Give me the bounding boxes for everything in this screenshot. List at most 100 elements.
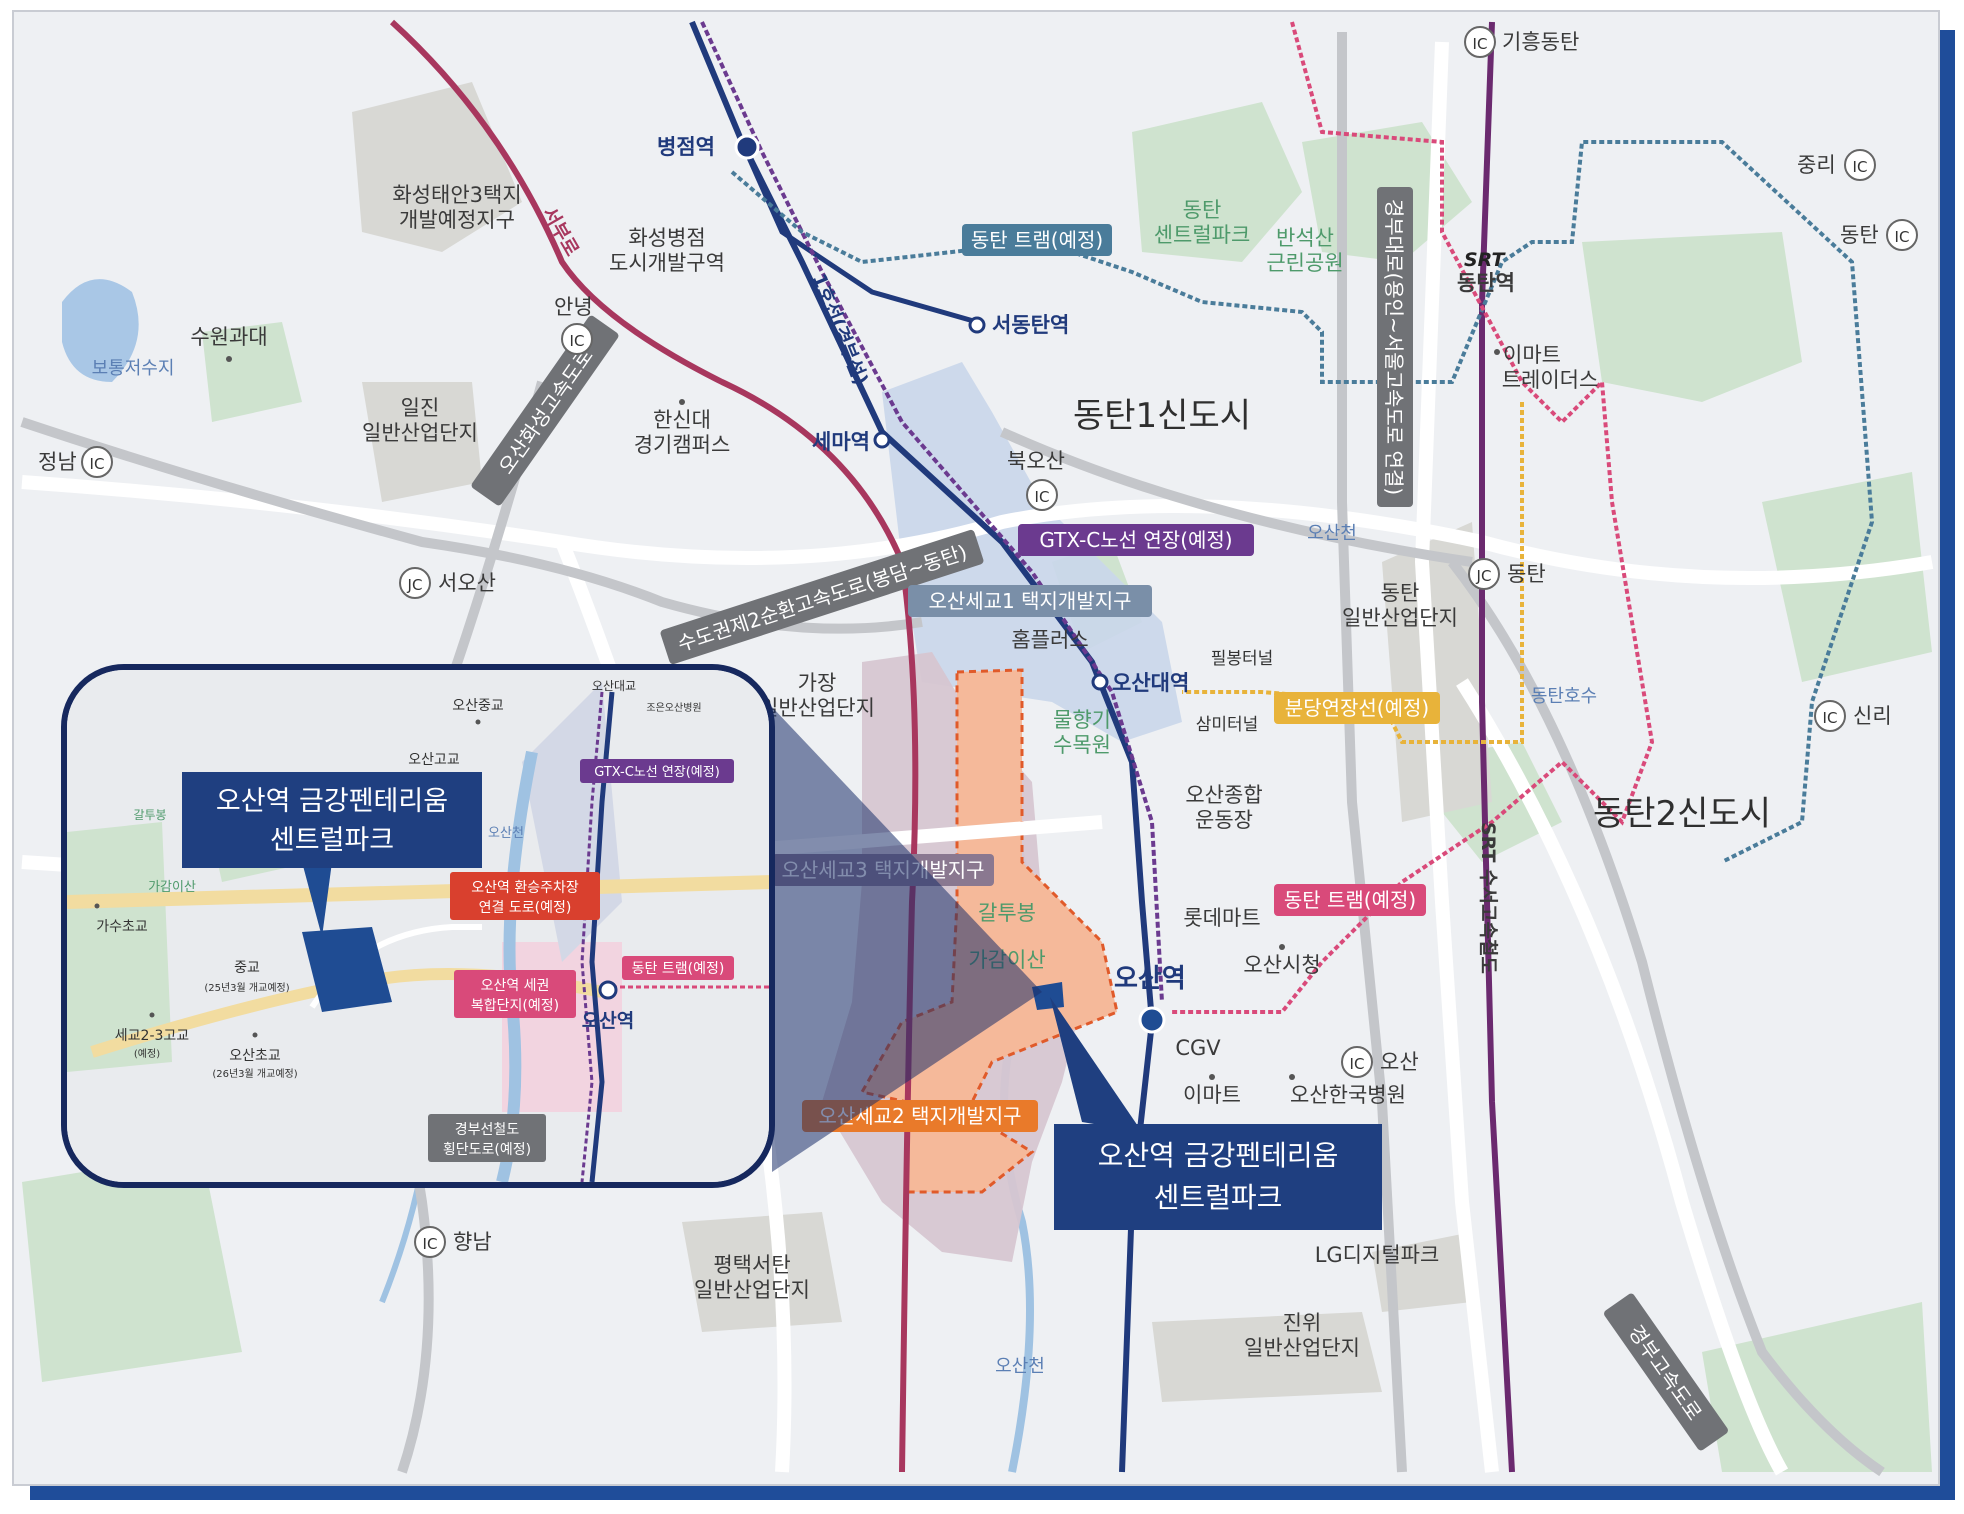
svg-text:중리: 중리 [1797,153,1836,177]
svg-text:갈투봉: 갈투봉 [133,808,166,822]
svg-text:근린공원: 근린공원 [1266,251,1343,275]
srt-line-label: SRT 수서고속철도 [1477,822,1499,974]
svg-text:오산천: 오산천 [488,826,524,841]
emart-traders-label: 이마트 [1503,343,1561,367]
byeongjeom-station-label: 병점역 [657,135,715,159]
svg-text:(예정): (예정) [134,1048,160,1060]
osancheon-south-label: 오산천 [995,1356,1045,1377]
project-callout-box [1054,1124,1382,1230]
svg-text:오산: 오산 [1380,1050,1419,1074]
project-site-main [1032,982,1064,1010]
iljin-label: 일진 [401,396,440,420]
svg-text:IC: IC [1473,35,1488,53]
osan-stadium-label: 오산종합 [1185,783,1262,807]
hanshin-label: 한신대 [653,408,711,432]
mulhyang-label: 물향기 [1053,708,1111,732]
svg-text:동탄: 동탄 [1507,562,1546,586]
svg-text:일반산업단지: 일반산업단지 [694,1278,810,1302]
svg-text:(25년3월 개교예정): (25년3월 개교예정) [204,982,289,994]
inset-tram-tag [622,956,734,980]
svg-text:IC: IC [1853,158,1868,176]
seodongtan-station-marker [968,316,986,334]
osancheon-north-label: 오산천 [1307,523,1357,544]
inset-complex-tag [454,970,576,1018]
cgv-label: CGV [1175,1036,1221,1060]
svg-text:트레이더스: 트레이더스 [1502,368,1599,392]
svg-text:세교2-3고교: 세교2-3고교 [115,1028,190,1044]
svg-text:경부선철도: 경부선철도 [455,1122,520,1138]
svg-text:경기캠퍼스: 경기캠퍼스 [634,433,731,457]
svg-text:안녕: 안녕 [554,295,593,319]
ic-badges: IC 기흥동탄 IC 중리 IC 동탄 IC 안녕 IC 정남 [38,26,1918,1258]
dongtan2-label: 동탄2신도시 [1593,794,1771,834]
srt-logo: SRT [1464,249,1506,271]
byeongjeom-station-marker [734,134,760,160]
svg-text:가수초교: 가수초교 [96,919,148,935]
svg-text:JC: JC [407,576,423,594]
svg-text:JC: JC [1476,567,1492,585]
tram-north-tag: 동탄 트램(예정) [971,228,1103,252]
svg-text:서오산: 서오산 [438,571,496,595]
seodongtan-branch [739,140,978,325]
svg-text:가감이산: 가감이산 [148,880,196,895]
ic-jungri: IC 중리 [1797,149,1876,181]
svg-text:횡단도로(예정): 횡단도로(예정) [443,1142,531,1158]
svg-text:IC: IC [1823,709,1838,727]
svg-text:복합단지(예정): 복합단지(예정) [471,998,559,1014]
dongtan-park-label: 동탄 [1183,198,1222,222]
svg-text:수목원: 수목원 [1053,733,1111,757]
inset-project-site [302,927,392,1012]
osan-univ-station-label: 오산대역 [1112,671,1189,695]
ic-osan: IC 오산 [1341,1046,1419,1078]
emart-label: 이마트 [1183,1083,1241,1107]
gaktubong-label: 갈투봉 [978,901,1036,925]
inset-crossing-tag [428,1114,546,1162]
inset-projection [772,707,1042,1172]
srt-line [1479,21,1515,1473]
map-frame: 오산화성고속도로 수도권제2순환고속도로(봉담~동탄) 경부대로(용인~서울고속… [12,10,1940,1486]
tram-pink-line [1172,21,1655,1014]
jc-seoosan: JC 서오산 [399,567,496,599]
inset-transfer-tag [450,872,600,920]
bohong-reservoir-label: 보통저수지 [92,358,175,379]
ic-bukosan: IC 북오산 [1007,449,1065,511]
project-callout-line1: 오산역 금강펜테리움 [1098,1139,1339,1172]
ic-hyangnam: IC 향남 [414,1226,492,1258]
project-callout-line2: 센트럴파크 [1154,1181,1283,1214]
svg-text:도시개발구역: 도시개발구역 [609,251,725,275]
jc-dongtan: JC 동탄 [1468,558,1546,590]
hwaseong-taean3-label: 화성태안3택지 [392,183,521,207]
svg-text:일반산업단지: 일반산업단지 [362,421,478,445]
svg-text:IC: IC [1035,488,1050,506]
osan-cityhall-label: 오산시청 [1243,953,1320,977]
suwon-univ-label: 수원과대 [190,325,267,349]
map-svg: 오산화성고속도로 수도권제2순환고속도로(봉담~동탄) 경부대로(용인~서울고속… [14,12,1938,1484]
stations: 병점역 서동탄역 세마역 오산대역 오산역 SRT 동탄역 [657,134,1515,1034]
osan-hospital-label: 오산한국병원 [1290,1083,1406,1107]
svg-text:동탄: 동탄 [1840,223,1879,247]
homeplus-label: 홈플러스 [1011,628,1088,652]
gtx-c-line [700,21,1164,1003]
ic-anyeong: IC 안녕 [554,295,593,355]
svg-text:센트럴파크: 센트럴파크 [1154,223,1251,247]
dongtan-industrial-label: 동탄 [1381,581,1420,605]
lg-digital-label: LG디지털파크 [1315,1243,1440,1267]
svg-text:연결 도로(예정): 연결 도로(예정) [479,900,572,916]
sema-station-label: 세마역 [812,430,870,454]
svg-text:오산역 세권: 오산역 세권 [481,978,550,994]
gtx-c-tag: GTX-C노선 연장(예정) [1039,528,1232,552]
ic-dongtan: IC 동탄 [1840,219,1918,251]
gajang-label: 가장 [798,671,837,695]
tram-south-tag: 동탄 트램(예정) [1284,888,1416,912]
bundang-tag: 분당연장선(예정) [1285,696,1429,720]
project-pointer [1050,997,1142,1132]
srt-dongtan-station-label: 동탄역 [1457,271,1515,295]
inset-project-line2: 센트럴파크 [270,825,394,856]
industrial-zones [352,82,1492,1402]
svg-text:기흥동탄: 기흥동탄 [1502,30,1579,54]
svg-text:오산역 환승주차장: 오산역 환승주차장 [471,880,579,896]
svg-text:동탄 트램(예정): 동탄 트램(예정) [632,961,725,977]
osan-univ-station-marker [1091,673,1109,691]
svg-text:북오산: 북오산 [1007,449,1065,473]
inset-gtx-tag [580,759,734,783]
